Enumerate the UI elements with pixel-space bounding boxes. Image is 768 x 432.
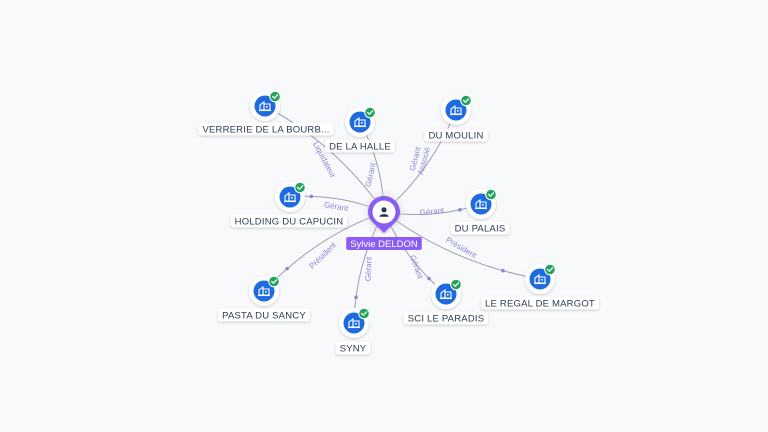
edge-label: Gérant: [364, 256, 374, 282]
company-label[interactable]: DE LA HALLE: [325, 139, 395, 153]
check-badge-icon: [544, 263, 556, 276]
check-badge-icon: [358, 307, 370, 320]
company-name: SYNY: [340, 343, 367, 354]
edge-relation-text: Gérant: [419, 206, 445, 218]
building-icon: [534, 273, 546, 285]
company-node[interactable]: DU PALAIS: [450, 188, 510, 235]
building-icon: [354, 116, 366, 128]
company-label-bg: [325, 139, 395, 153]
company-label-bg: [481, 296, 599, 310]
company-node-disc: [445, 99, 467, 121]
edge-relation-text: Gérant: [364, 161, 378, 188]
company-label[interactable]: SYNY: [335, 341, 371, 355]
company-label[interactable]: DU MOULIN: [424, 128, 488, 142]
company-node[interactable]: HOLDING DU CAPUCIN: [230, 181, 348, 228]
company-node-disc: [529, 268, 551, 290]
company-label-bg: [424, 128, 488, 142]
company-name: VERRERIE DE LA BOURB...: [202, 124, 329, 135]
edge-label: Gérant: [323, 200, 349, 213]
check-badge-icon: [364, 106, 376, 119]
check-badge-icon: [269, 90, 281, 103]
company-node-disc: [435, 283, 457, 305]
building-icon: [450, 104, 462, 116]
company-label-bg: [403, 311, 489, 325]
edge-relation-text: Gérant: [364, 256, 374, 282]
company-label-bg: [198, 122, 334, 136]
edge-relation-text: Président: [308, 240, 339, 271]
check-badge-icon: [294, 181, 306, 194]
person-name: Sylvie DELDON: [350, 239, 418, 250]
edge-arrow: [427, 276, 431, 281]
edge-arrow: [501, 268, 505, 273]
company-name: SCI LE PARADIS: [408, 313, 485, 324]
building-icon: [475, 198, 487, 210]
check-badge-icon: [450, 278, 462, 291]
company-label-bg: [230, 214, 348, 228]
company-node[interactable]: SCI LE PARADIS: [403, 278, 489, 325]
company-label[interactable]: SCI LE PARADIS: [403, 311, 489, 325]
edge-relation-text: Gérant: [323, 200, 349, 213]
check-badge-icon: [460, 94, 472, 107]
company-node-disc: [343, 312, 365, 334]
edge-arrow: [285, 266, 289, 271]
company-label-bg: [335, 341, 371, 355]
company-node[interactable]: LE REGAL DE MARGOT: [481, 263, 599, 310]
edge-arrow: [354, 295, 358, 300]
company-label[interactable]: DU PALAIS: [450, 221, 510, 235]
nodes-layer: VERRERIE DE LA BOURB...DE LA HALLE DU MOU…: [198, 90, 599, 355]
company-node[interactable]: PASTA DU SANCY: [218, 275, 310, 322]
company-node[interactable]: DU MOULIN: [424, 94, 488, 142]
edge-arrow: [309, 194, 314, 199]
company-name: PASTA DU SANCY: [222, 310, 306, 321]
person-icon: [379, 207, 389, 217]
edge-label: Gérant: [408, 254, 425, 281]
edge-label: Gérant: [364, 161, 378, 188]
building-icon: [259, 100, 271, 112]
company-name: DU PALAIS: [455, 223, 506, 234]
check-badge-icon: [268, 275, 280, 288]
company-label[interactable]: PASTA DU SANCY: [218, 308, 310, 322]
edge-label: Président: [308, 240, 339, 271]
company-node-disc: [279, 186, 301, 208]
building-icon: [258, 285, 270, 297]
building-icon: [440, 288, 452, 300]
edge-label: Gérant: [419, 206, 445, 218]
company-label-bg: [218, 308, 310, 322]
company-node[interactable]: DE LA HALLE: [325, 106, 395, 153]
company-name: LE REGAL DE MARGOT: [485, 298, 595, 309]
edge-relation-text: Gérant: [408, 254, 425, 281]
company-node-disc: [349, 111, 371, 133]
center-label[interactable]: Sylvie DELDON: [346, 237, 422, 250]
company-name: DU MOULIN: [428, 130, 483, 141]
building-icon: [348, 317, 360, 329]
check-badge-icon: [485, 188, 497, 201]
company-node-disc: [253, 280, 275, 302]
company-label[interactable]: HOLDING DU CAPUCIN: [230, 214, 348, 228]
company-node[interactable]: SYNY: [335, 307, 371, 355]
company-node[interactable]: VERRERIE DE LA BOURB...: [198, 90, 334, 136]
edge-arrow: [458, 207, 462, 212]
company-label-bg: [450, 221, 510, 235]
company-node-disc: [254, 95, 276, 117]
company-label[interactable]: LE REGAL DE MARGOT: [481, 296, 599, 310]
company-name: DE LA HALLE: [329, 141, 391, 152]
company-node-disc: [470, 193, 492, 215]
center-label-bg: [346, 237, 422, 250]
center-node[interactable]: Sylvie DELDON: [346, 188, 422, 250]
company-name: HOLDING DU CAPUCIN: [235, 216, 344, 227]
building-icon: [284, 191, 296, 203]
company-label[interactable]: VERRERIE DE LA BOURB...: [198, 122, 334, 136]
